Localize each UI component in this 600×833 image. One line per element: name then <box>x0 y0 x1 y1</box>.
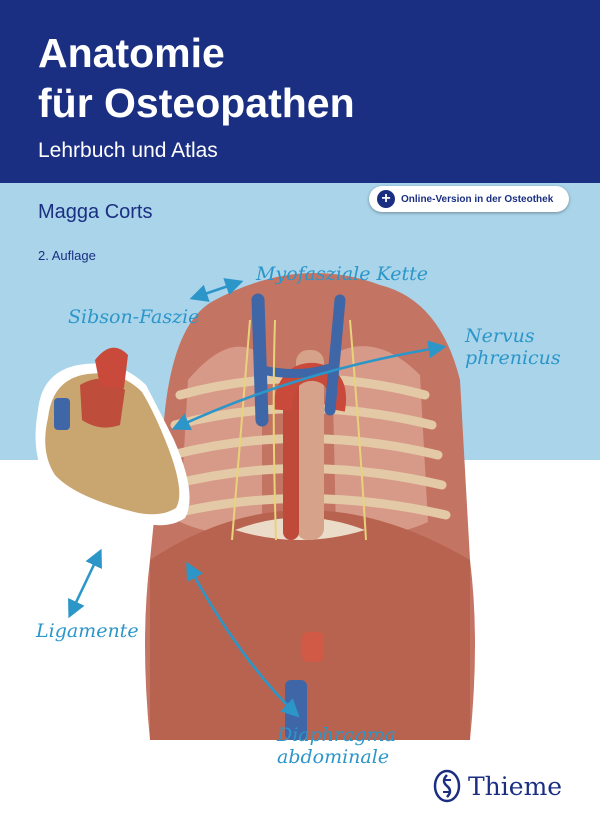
publisher-logo: Thieme <box>432 768 562 804</box>
book-title: Anatomie für Osteopathen <box>38 28 355 128</box>
heart <box>45 373 180 515</box>
phrenic-line-2: phrenicus <box>465 347 561 369</box>
label-diaphragm: Diaphragma abdominale <box>277 724 396 768</box>
book-subtitle: Lehrbuch und Atlas <box>38 139 218 162</box>
online-version-label: Online-Version in der Osteothek <box>401 193 554 205</box>
arrow-diaphragm <box>186 561 300 718</box>
label-ligaments: Ligamente <box>36 620 139 642</box>
label-phrenic-nerve: Nervus phrenicus <box>465 325 561 369</box>
arrow-phrenic <box>171 340 447 431</box>
title-header: Anatomie für Osteopathen Lehrbuch und At… <box>0 0 600 183</box>
title-line-1: Anatomie <box>38 30 225 76</box>
label-myofascial-chain: Myofasziale Kette <box>256 263 428 285</box>
vena-cava <box>251 293 269 427</box>
label-sibson-fascia: Sibson-Faszie <box>68 306 200 328</box>
edition-label: 2. Auflage <box>38 248 96 263</box>
phrenic-line-1: Nervus <box>465 325 535 347</box>
plus-icon: + <box>377 190 395 208</box>
publisher-name: Thieme <box>468 771 563 801</box>
thieme-logo-icon <box>433 769 461 803</box>
diaphragm-line-2: abdominale <box>277 746 390 768</box>
arrow-ligaments <box>68 548 102 619</box>
abdominal-aorta <box>302 632 324 662</box>
author-name: Magga Corts <box>38 201 153 223</box>
title-line-2: für Osteopathen <box>38 80 355 126</box>
diaphragm <box>150 510 470 740</box>
arrow-myofascial <box>189 278 244 302</box>
online-version-badge[interactable]: + Online-Version in der Osteothek <box>369 186 569 212</box>
diaphragm-line-1: Diaphragma <box>277 724 396 746</box>
anatomical-illustration <box>35 273 475 740</box>
